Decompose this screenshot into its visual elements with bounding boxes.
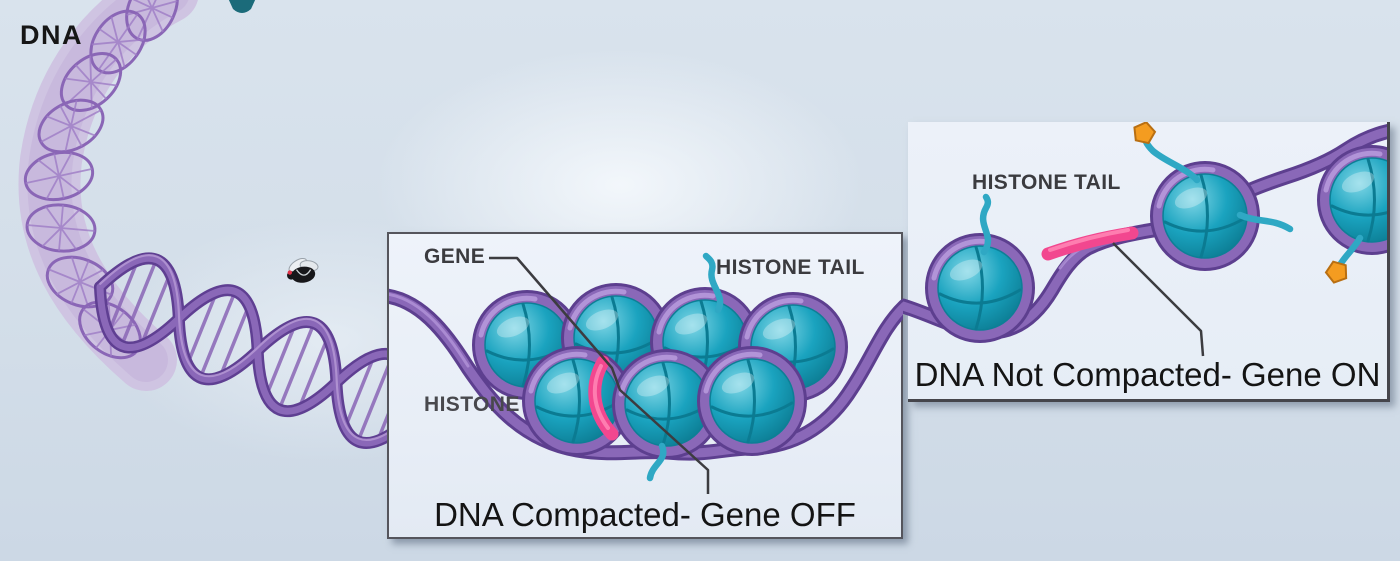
- caption-gene-off: DNA Compacted- Gene OFF: [434, 496, 856, 533]
- caption-gene-on: DNA Not Compacted- Gene ON: [914, 356, 1381, 393]
- top-edge-blob: [228, 0, 256, 13]
- chromatin-fiber-band: [18, 0, 198, 391]
- fly-icon: [287, 257, 319, 283]
- gene-label: GENE: [424, 245, 486, 268]
- histone-label: HISTONE: [424, 393, 520, 416]
- histone-tail-label-right: HISTONE TAIL: [972, 171, 1121, 194]
- chromatin-coil-rings: [19, 0, 189, 371]
- histone-tail-label-left: HISTONE TAIL: [716, 256, 865, 279]
- dna-label: DNA: [20, 20, 83, 50]
